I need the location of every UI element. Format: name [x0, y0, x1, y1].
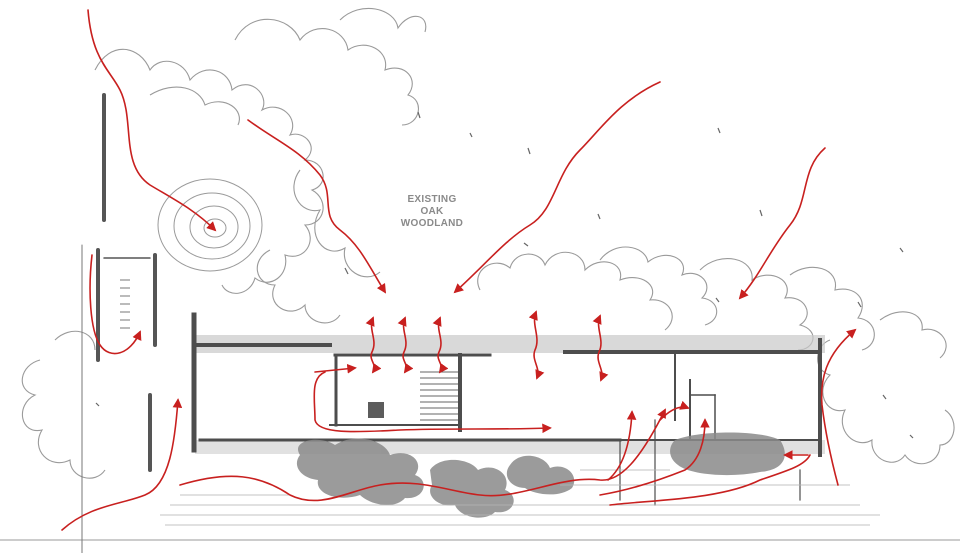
- label-line-2: OAK: [420, 206, 444, 217]
- flow-arrow: [820, 328, 857, 486]
- double-arrow: [528, 310, 545, 380]
- flow-arrow: [607, 410, 637, 481]
- pencil-specks: [95, 111, 914, 439]
- ground-hatch: [160, 469, 880, 526]
- vortex-circle: [157, 178, 263, 272]
- building-plan: [191, 312, 825, 506]
- flow-arrow: [609, 454, 811, 506]
- flow-arrow: [247, 119, 387, 294]
- existing-oak-woodland-label: EXISTING OAK WOODLAND: [380, 194, 484, 230]
- flow-arrow: [87, 9, 217, 232]
- double-arrow: [365, 316, 382, 374]
- shrub-masses: [296, 432, 785, 518]
- double-arrow: [592, 314, 609, 382]
- double-arrow: [432, 316, 449, 374]
- label-line-3: WOODLAND: [400, 218, 464, 229]
- double-arrow: [397, 316, 414, 374]
- flow-arrow: [659, 400, 690, 421]
- flow-arrow: [89, 254, 142, 355]
- flow-arrow: [61, 398, 183, 531]
- flow-arrow: [453, 81, 661, 294]
- flow-arrow: [314, 363, 357, 374]
- flow-arrow: [599, 418, 710, 496]
- flow-arrow: [179, 408, 666, 502]
- stair-hatching: [120, 279, 130, 329]
- woodland-canopy-outlines: [21, 7, 955, 479]
- flow-arrow: [313, 371, 552, 434]
- label-line-1: EXISTING: [407, 194, 457, 205]
- flow-arrow: [738, 147, 826, 300]
- flow-arrows: [61, 9, 857, 531]
